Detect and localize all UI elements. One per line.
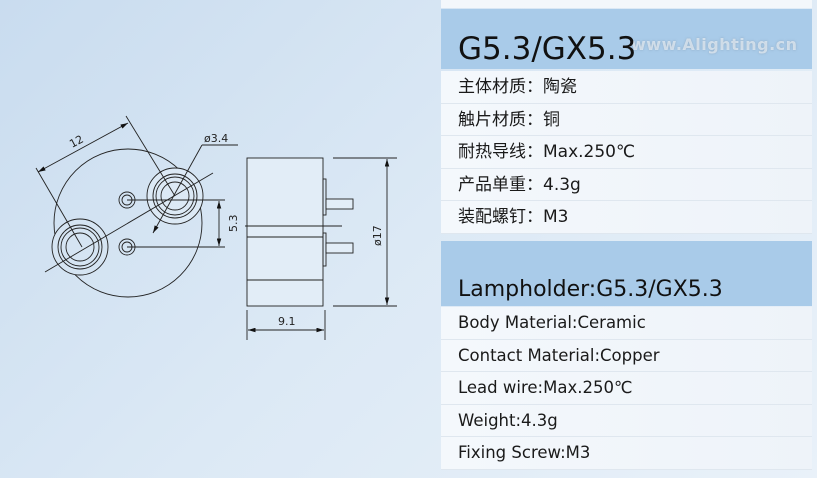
technical-drawing: 12 ø3.4 5.3 ø17 9.1 — [35, 115, 397, 340]
spec-row: Fixing Screw:M3 — [441, 437, 812, 470]
dim-hole-diameter: ø3.4 — [204, 132, 228, 145]
chinese-spec-header: www.Alighting.cn G5.3/GX5.3 — [441, 9, 812, 69]
pin-lower — [325, 242, 354, 254]
dim-height: 9.1 — [278, 315, 296, 328]
top-strip — [441, 0, 812, 8]
spec-row: Contact Material:Copper — [441, 339, 812, 372]
english-spec-list: Body Material:Ceramic Contact Material:C… — [441, 307, 812, 470]
side-view — [245, 157, 397, 340]
chinese-spec-title: G5.3/GX5.3 — [458, 31, 637, 67]
pin-upper — [325, 198, 354, 210]
english-spec-title: Lampholder:G5.3/GX5.3 — [458, 277, 723, 302]
spec-row: Body Material:Ceramic — [441, 307, 812, 340]
spec-row: Weight:4.3g — [441, 404, 812, 437]
spec-row: Lead wire:Max.250℃ — [441, 372, 812, 405]
spec-row: 装配螺钉：M3 — [441, 201, 812, 234]
english-spec-header: Lampholder:G5.3/GX5.3 — [441, 241, 812, 306]
spec-row: 触片材质：铜 — [441, 103, 812, 136]
top-view — [35, 115, 238, 298]
spec-row: 产品单重：4.3g — [441, 168, 812, 201]
dim-body-diameter: ø17 — [371, 225, 384, 246]
dim-hole-spacing: 12 — [67, 133, 85, 151]
dim-pin-spacing: 5.3 — [227, 215, 240, 233]
chinese-spec-list: 主体材质：陶瓷 触片材质：铜 耐热导线：Max.250℃ 产品单重：4.3g 装… — [441, 71, 812, 234]
body-outline — [53, 148, 203, 298]
watermark: www.Alighting.cn — [631, 35, 798, 54]
mount-hole-lower-outer — [51, 218, 109, 276]
spec-row: 主体材质：陶瓷 — [441, 71, 812, 104]
spec-row: 耐热导线：Max.250℃ — [441, 136, 812, 169]
body-side — [246, 157, 324, 307]
contact-plate-upper — [322, 178, 327, 216]
contact-plate-lower — [322, 232, 327, 267]
